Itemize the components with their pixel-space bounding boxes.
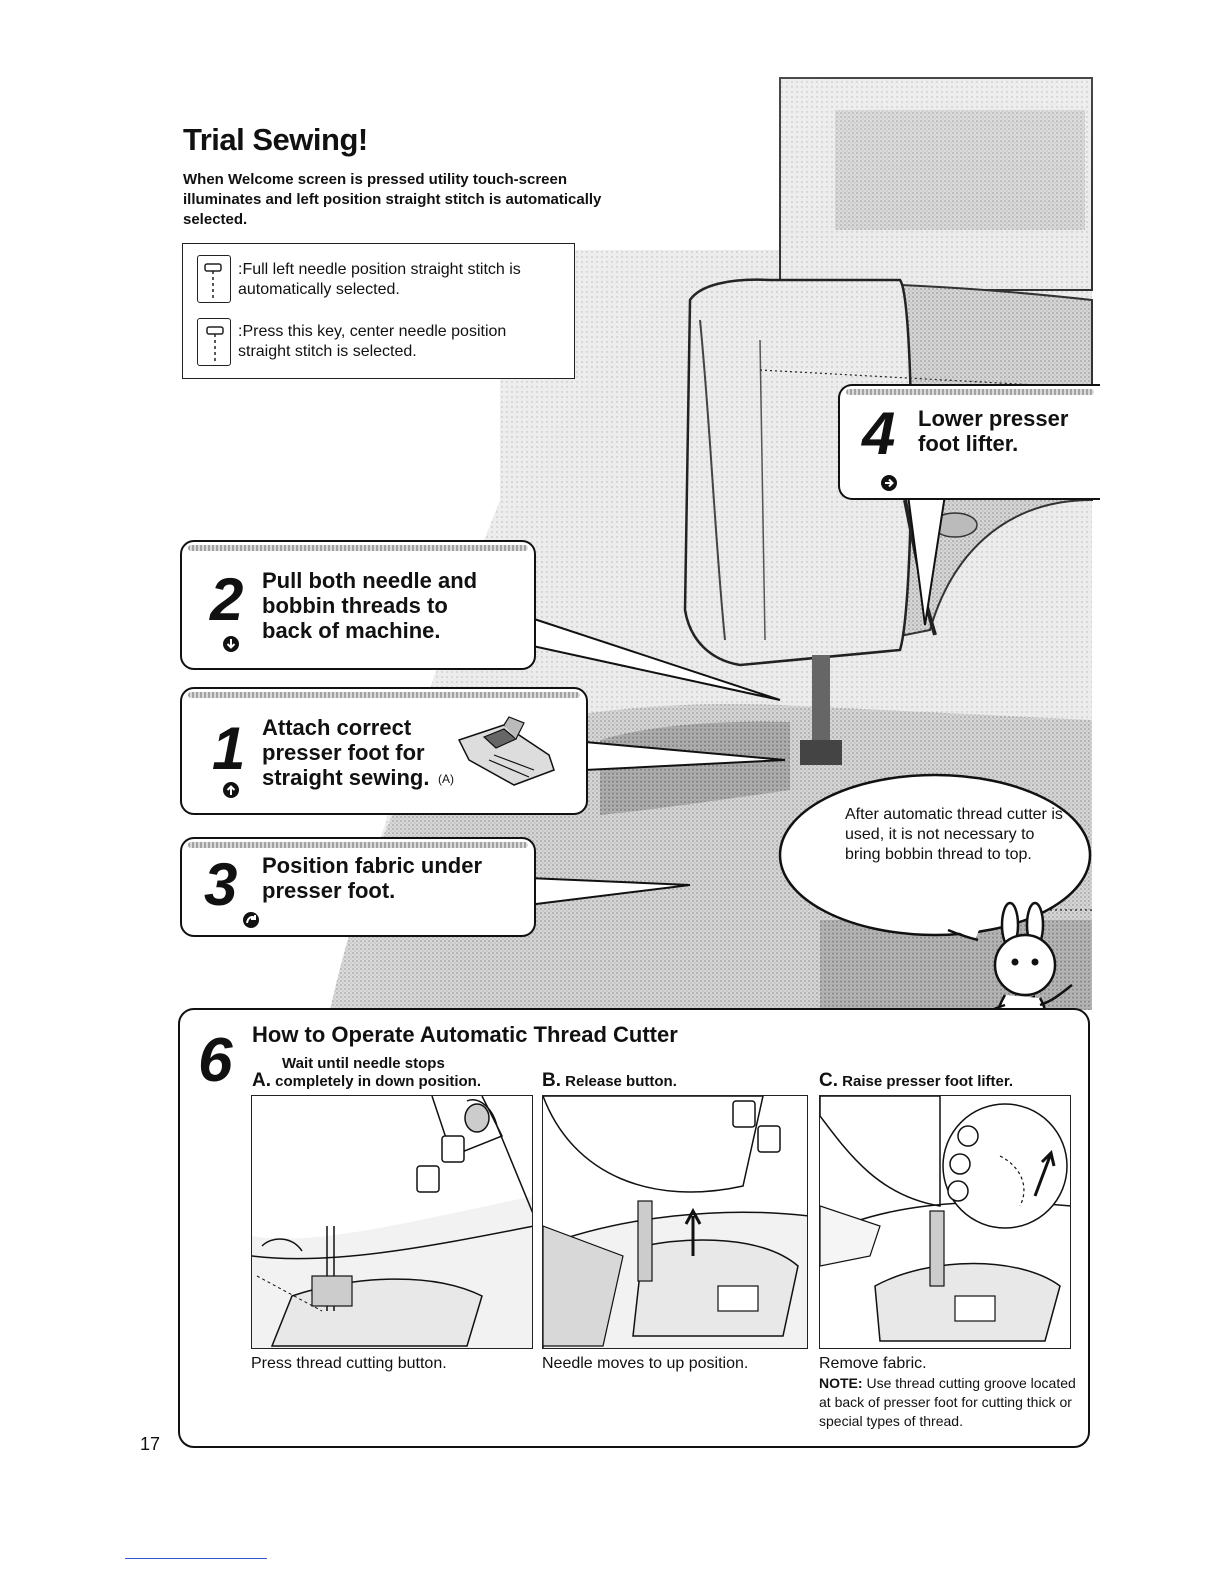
sub-a-line2: completely in down position. bbox=[275, 1073, 482, 1090]
arrow-down-circle-icon bbox=[223, 636, 239, 652]
arrow-right-circle-icon bbox=[881, 475, 897, 491]
step-2-number: 2 bbox=[210, 566, 243, 633]
step-2-text: Pull both needle and bobbin threads to b… bbox=[262, 568, 478, 643]
thread-cutting-note: NOTE: Use thread cutting groove located … bbox=[819, 1374, 1079, 1431]
page-title: Trial Sewing! bbox=[183, 122, 368, 157]
panel-a-caption: Press thread cutting button. bbox=[251, 1355, 447, 1372]
step-4-callout: 4 Lower presser foot lifter. bbox=[838, 384, 1100, 500]
step-6-number: 6 bbox=[198, 1026, 233, 1095]
panel-c-caption: Remove fabric. bbox=[819, 1355, 927, 1372]
sub-b-letter: B. bbox=[542, 1070, 561, 1091]
sub-a-line1: Wait until needle stops bbox=[282, 1055, 445, 1072]
page-number: 17 bbox=[140, 1434, 161, 1454]
panel-b-caption: Needle moves to up position. bbox=[542, 1355, 749, 1372]
left-straight-stitch-key-icon bbox=[197, 255, 231, 303]
arrow-up-circle-icon bbox=[223, 782, 239, 798]
sub-b-heading: B. Release button. bbox=[542, 1071, 677, 1091]
step-2-callout: 2 Pull both needle and bobbin threads to… bbox=[180, 540, 536, 670]
sub-b-text: Release button. bbox=[565, 1073, 677, 1090]
footer-divider bbox=[125, 1558, 267, 1559]
panel-c-illustration bbox=[819, 1095, 1071, 1349]
step-3-text: Position fabric under presser foot. bbox=[262, 853, 483, 903]
presser-foot-icon bbox=[457, 716, 555, 786]
note-label: NOTE: bbox=[819, 1375, 863, 1391]
center-straight-stitch-key-icon bbox=[197, 318, 231, 366]
panel-b-illustration bbox=[542, 1095, 808, 1349]
sub-a-heading: A. completely in down position. bbox=[252, 1071, 481, 1091]
note-text: Use thread cutting groove located at bac… bbox=[819, 1375, 1076, 1429]
sub-c-letter: C. bbox=[819, 1070, 838, 1091]
step-4-text: Lower presser foot lifter. bbox=[918, 406, 1069, 456]
speech-bubble-text: After automatic thread cutter is used, i… bbox=[845, 806, 1063, 863]
step-1-number: 1 bbox=[212, 715, 245, 782]
step-3-callout: 3 Position fabric under presser foot. bbox=[180, 837, 536, 937]
panel-a-illustration bbox=[251, 1095, 533, 1349]
intro-text: When Welcome screen is pressed utility t… bbox=[183, 171, 602, 228]
step-1-text: Attach correct presser foot for straight… bbox=[262, 715, 430, 790]
sub-a-letter: A. bbox=[252, 1070, 271, 1091]
sub-c-text: Raise presser foot lifter. bbox=[842, 1073, 1014, 1090]
arrow-curve-circle-icon bbox=[243, 912, 259, 928]
step-3-number: 3 bbox=[204, 851, 237, 918]
stitch-info-text-2: :Press this key, center needle position … bbox=[238, 323, 507, 360]
stitch-info-box: :Full left needle position straight stit… bbox=[182, 243, 575, 379]
step-1-callout: 1 Attach correct presser foot for straig… bbox=[180, 687, 588, 815]
presser-foot-label: (A) bbox=[438, 772, 454, 786]
stitch-info-text-1: :Full left needle position straight stit… bbox=[238, 261, 521, 298]
step-4-number: 4 bbox=[862, 400, 895, 467]
sub-c-heading: C. Raise presser foot lifter. bbox=[819, 1071, 1013, 1091]
step-6-title: How to Operate Automatic Thread Cutter bbox=[252, 1022, 678, 1047]
